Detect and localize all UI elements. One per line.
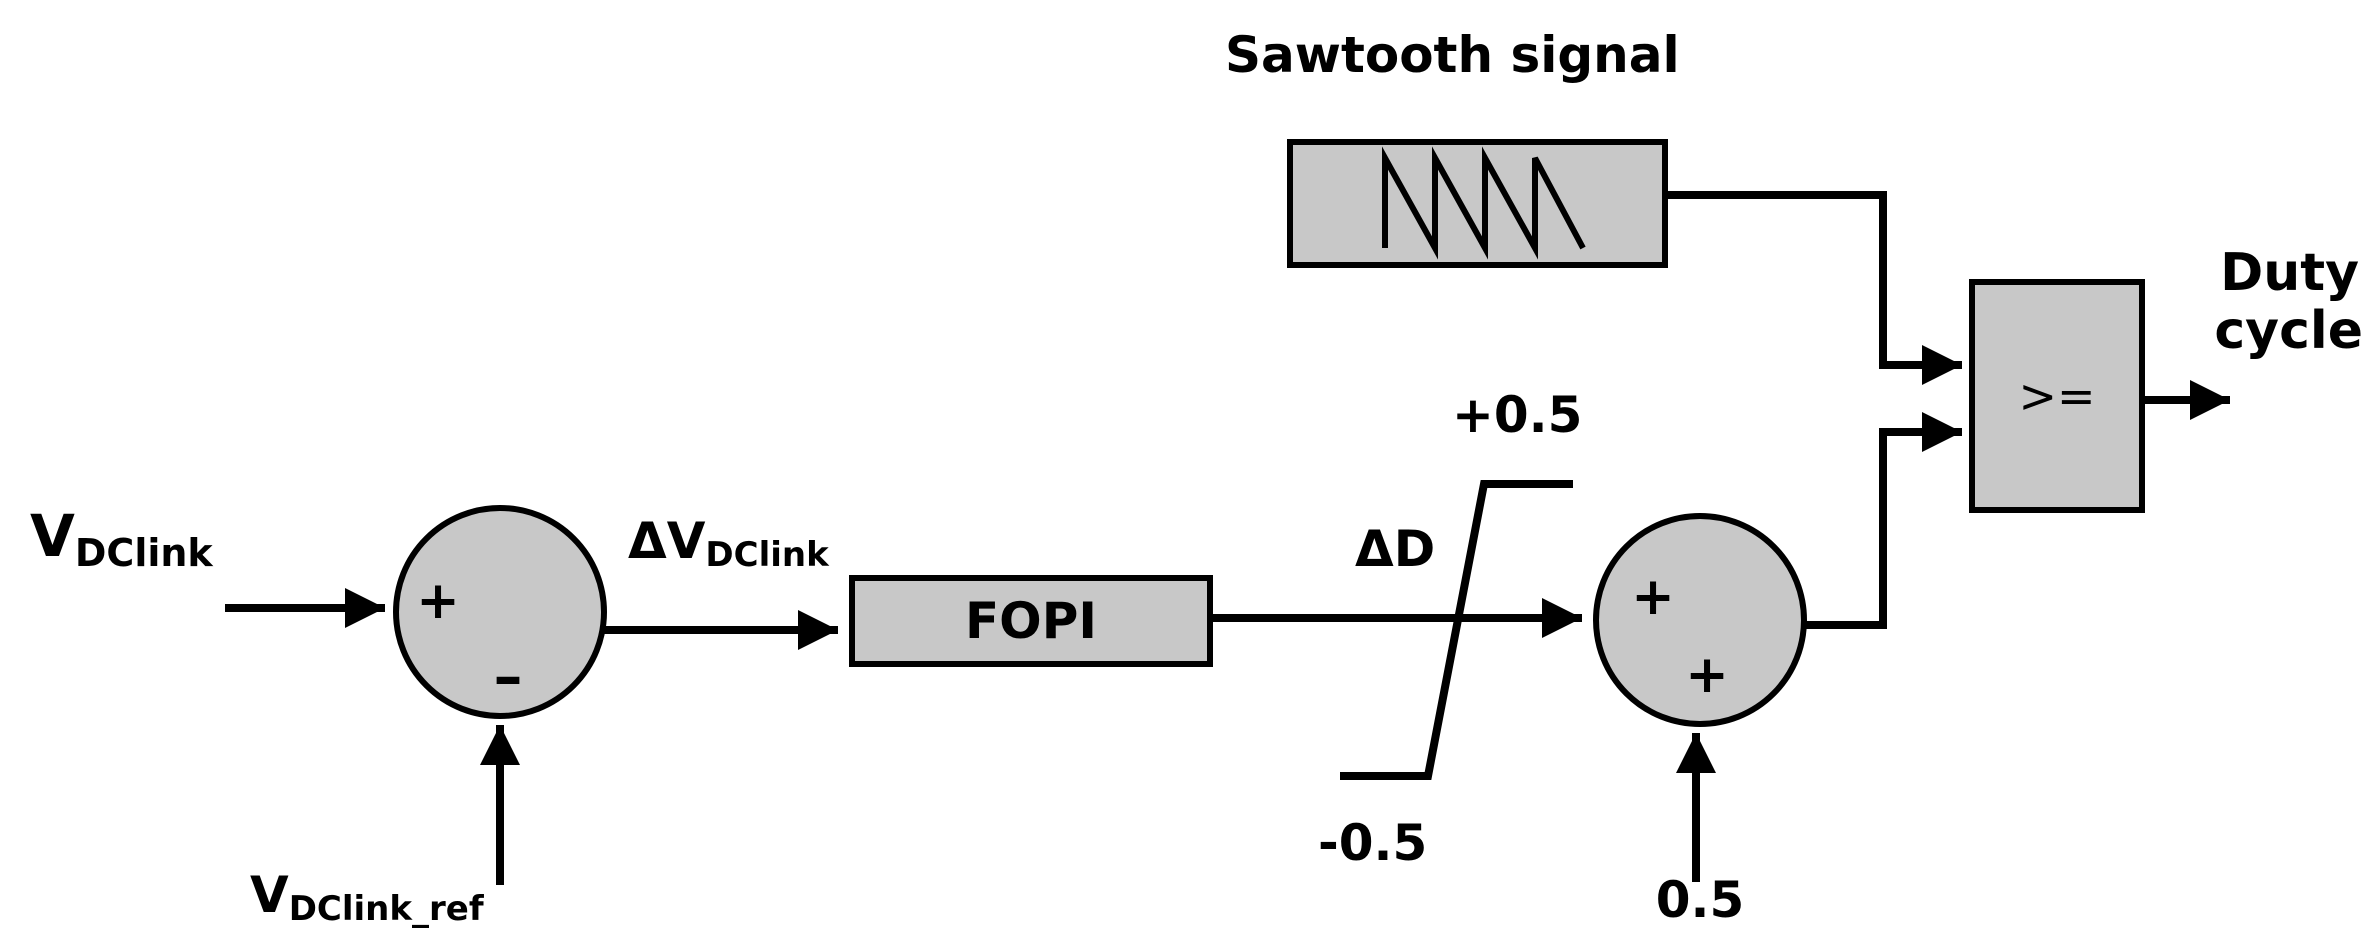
input-vdclink-label: VDClink	[30, 502, 213, 575]
fopi-controller-block[interactable]	[849, 575, 1213, 667]
summer2-plus-top-sign: +	[1631, 567, 1675, 627]
offset-value-label: 0.5	[1656, 871, 1745, 929]
fopi-label: FOPI	[965, 592, 1097, 650]
wire-summer-to-comparator	[1804, 412, 1962, 629]
summing-junction-error[interactable]	[393, 505, 607, 719]
saturation-limiter-icon	[1340, 480, 1573, 780]
summer2-plus-bottom-sign: +	[1685, 645, 1729, 705]
summer1-minus-sign: –	[494, 642, 523, 710]
wire-sawtooth-to-comparator	[1665, 191, 1962, 385]
sawtooth-wave-icon	[1382, 146, 1586, 260]
duty-cycle-label-line2: cycle	[2214, 301, 2363, 361]
saturation-upper-label: +0.5	[1452, 386, 1582, 444]
summer1-plus-sign: +	[416, 571, 460, 631]
delta-d-label: ΔD	[1355, 520, 1435, 578]
summing-junction-offset[interactable]	[1593, 513, 1807, 727]
duty-cycle-label-line1: Duty	[2220, 243, 2359, 303]
sawtooth-label: Sawtooth signal	[1225, 26, 1680, 84]
reference-vdclink-ref-label: VDClink_ref	[250, 866, 485, 929]
comparator-label: >=	[2018, 369, 2095, 423]
error-signal-label: ΔVDClink	[628, 512, 830, 575]
sawtooth-block[interactable]	[1287, 139, 1668, 268]
saturation-lower-label: -0.5	[1318, 814, 1427, 872]
